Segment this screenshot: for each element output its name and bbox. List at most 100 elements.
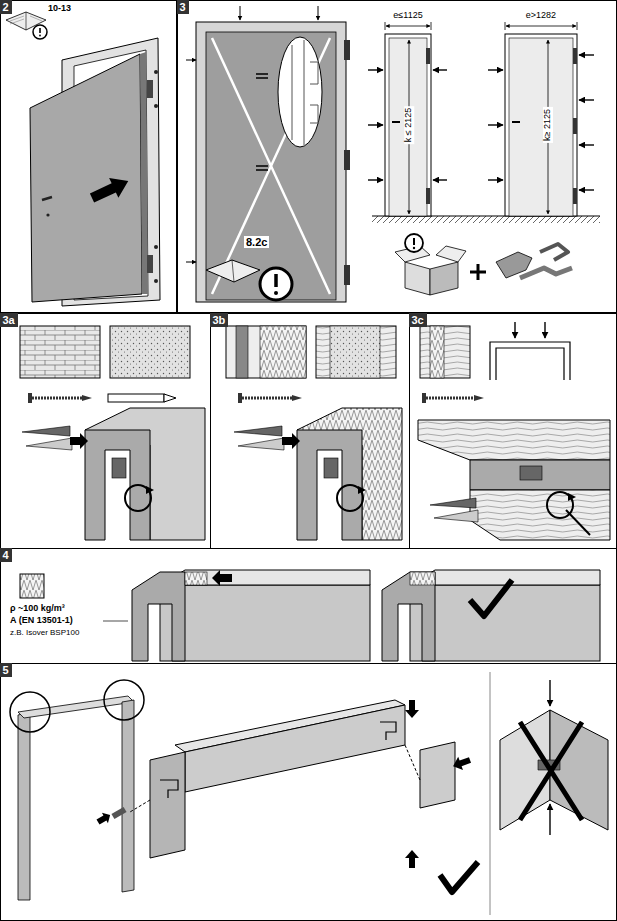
frame-corner-figure — [490, 672, 491, 915]
frame-alignment-figure — [292, 40, 318, 145]
door-size-figure — [505, 22, 577, 30]
masonry-fixing-figure — [108, 394, 164, 402]
frame-corner-figure — [405, 850, 419, 868]
frame-alignment-figure — [344, 40, 350, 60]
door-size-figure — [405, 262, 430, 295]
door-hanging-figure — [87, 171, 133, 208]
step-panel: 3a — [0, 313, 211, 549]
insulation-figure — [470, 580, 512, 616]
door-size-figure — [520, 268, 572, 278]
step-panel: 3 — [177, 0, 617, 313]
step-panel: 4 — [0, 548, 617, 664]
door-size-figure — [368, 179, 383, 180]
door-hanging-figure — [26, 12, 27, 30]
insulation-figure — [160, 570, 370, 585]
timber-fixing-figure — [470, 490, 610, 540]
step-number: 4 — [0, 548, 12, 562]
masonry-fixing-figure — [20, 326, 205, 540]
dimension-label: k ≤ 2125 — [404, 106, 414, 144]
door-size-figure — [413, 247, 415, 249]
door-size-figure — [426, 48, 430, 64]
door-hanging-figure — [46, 213, 49, 216]
frame-alignment-figure — [274, 274, 278, 287]
frame-alignment-figure — [274, 291, 278, 295]
door-size-figure — [579, 144, 594, 145]
frame-corner-figure — [405, 700, 419, 718]
door-hanging-figure — [154, 245, 158, 249]
frame-corner-figure — [10, 692, 50, 732]
step-number: 3 — [177, 0, 189, 14]
step-panel: 2 — [0, 0, 177, 313]
frame-alignment-figure — [344, 265, 350, 285]
door-size-figure — [579, 189, 594, 190]
insulation-figure — [410, 585, 600, 661]
door-size-figure — [433, 69, 447, 70]
timber-fixing-figure — [490, 342, 570, 380]
masonry-fixing-figure — [22, 426, 70, 436]
insulation-figure — [410, 570, 600, 585]
frame-corner-figure — [549, 804, 550, 835]
insulation-figure — [410, 572, 435, 585]
door-size-figure — [436, 246, 466, 262]
door-size-figure — [579, 54, 594, 55]
step-number: 3c — [409, 313, 427, 327]
insulation-figure — [20, 574, 44, 598]
frame-corner-figure — [122, 700, 134, 892]
door-size-figure — [488, 124, 503, 125]
timber-fixing-figure — [470, 460, 610, 490]
door-size-figure — [470, 264, 486, 280]
drywall-fixing-figure — [292, 395, 302, 401]
door-hanging-figure — [39, 28, 41, 33]
door-size-figure — [573, 188, 577, 204]
frame-corner-figure — [451, 753, 473, 772]
insulation-figure — [382, 572, 435, 661]
timber-fixing-figure — [430, 498, 476, 508]
frame-corner-figure — [420, 742, 455, 808]
door-size-figure — [385, 34, 431, 216]
frame-alignment-figure — [278, 37, 322, 147]
dimension-label: k≥ 2125 — [543, 107, 553, 143]
material-note: z.B. Isover BSP100 — [10, 629, 79, 638]
door-size-figure — [488, 69, 503, 70]
door-size-figure — [413, 238, 415, 245]
drywall-fixing-figure — [358, 486, 366, 494]
timber-fixing-figure — [520, 466, 542, 480]
step-number: 5 — [0, 663, 12, 677]
masonry-fixing-figure — [26, 438, 72, 450]
frame-corner-figure — [95, 810, 113, 827]
drywall-fixing-figure — [226, 326, 402, 540]
frame-corner-figure — [160, 780, 178, 798]
frame-corner-figure — [18, 696, 134, 718]
frame-alignment-figure — [260, 268, 292, 300]
door-hanging-figure — [154, 279, 158, 283]
frame-corner-figure — [380, 722, 396, 740]
masonry-fixing-figure — [70, 433, 88, 449]
drywall-fixing-figure — [238, 393, 242, 403]
frame-corner-figure — [549, 680, 550, 706]
frame-corner-figure — [111, 807, 126, 819]
step-number: 3a — [0, 313, 18, 327]
door-hanging-figure — [30, 54, 142, 302]
frame-alignment-figure — [206, 260, 260, 282]
door-hanging-figure — [6, 12, 160, 306]
door-size-figure — [488, 179, 503, 180]
insulation-figure — [20, 570, 600, 661]
door-size-figure — [540, 244, 568, 260]
insulation-figure — [212, 570, 232, 586]
masonry-fixing-figure — [85, 430, 150, 540]
door-size-figure — [509, 38, 573, 216]
frame-alignment-figure — [206, 32, 336, 300]
door-size-figure — [433, 179, 447, 180]
door-size-figure — [368, 69, 383, 70]
masonry-fixing-figure — [112, 458, 126, 478]
drywall-fixing-figure — [297, 430, 362, 540]
masonry-fixing-figure — [85, 408, 205, 540]
door-size-figure — [506, 26, 576, 27]
insulation-figure — [132, 572, 185, 661]
drywall-fixing-figure — [234, 426, 282, 436]
timber-fixing-figure — [568, 493, 576, 501]
timber-fixing-figure — [420, 326, 470, 378]
door-hanging-figure — [147, 80, 153, 98]
reference-number: 10-13 — [48, 4, 71, 14]
frame-corner-figure — [150, 752, 185, 858]
